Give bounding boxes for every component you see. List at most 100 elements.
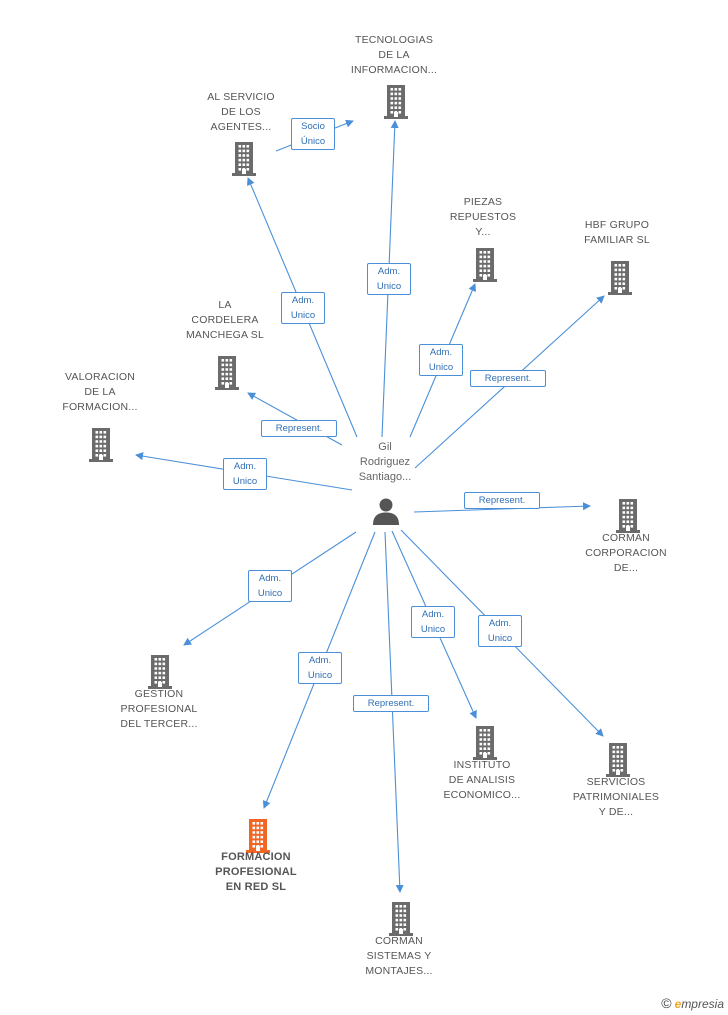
building-icon — [143, 653, 177, 694]
relation-label-line: Adm. — [258, 573, 282, 584]
company-label-line: PATRIMONIALES — [572, 791, 660, 803]
relation-label-line: Unico — [290, 310, 316, 321]
brand-logo-mark: e — [674, 997, 682, 1011]
company-label-line: CORMAN — [375, 935, 423, 947]
company-label-line: DEL TERCER... — [120, 718, 198, 730]
company-label-line: CORMAN — [602, 532, 650, 544]
relation-label-line: Unico — [257, 588, 283, 599]
relation-label-line: Unico — [307, 670, 333, 681]
company-label-line: Y... — [475, 226, 491, 238]
company-label: SERVICIOS PATRIMONIALES Y DE... — [556, 775, 676, 820]
company-label-line: CORDELERA — [191, 314, 259, 326]
relation-label-line: Adm. — [233, 461, 257, 472]
company-label-line: SISTEMAS Y — [366, 950, 432, 962]
relation-label-rep-hbf[interactable]: Represent. — [470, 369, 546, 387]
person-name[interactable]: Gil Rodriguez Santiago... — [330, 440, 440, 485]
company-label-line: DE LA — [378, 49, 410, 61]
relation-label-rep-corman-sist[interactable]: Represent. — [353, 694, 429, 712]
building-icon — [611, 497, 645, 538]
company-label-line: CORPORACION — [585, 547, 667, 559]
company-label-line: PROFESIONAL — [215, 866, 297, 878]
company-label-line: REPUESTOS — [449, 211, 517, 223]
company-label-line: FORMACION — [221, 851, 291, 863]
brand-logo-text: mpresia — [681, 997, 724, 1011]
relation-label-line: Unico — [428, 362, 454, 373]
relation-label-line: Adm. — [308, 655, 332, 666]
company-label-line: DE LA — [84, 386, 116, 398]
relation-label-line: Represent. — [478, 494, 526, 506]
relation-label-line: Represent. — [275, 422, 323, 434]
relation-label-line: Adm. — [421, 609, 445, 620]
relation-label-adm-valoracion[interactable]: Adm. Unico — [223, 458, 267, 490]
company-label-line: INFORMACION... — [350, 64, 438, 76]
relation-line-rep-corman-corp — [413, 502, 591, 513]
person-name-line: Rodriguez — [359, 456, 411, 468]
relation-label-line: Unico — [420, 624, 446, 635]
company-label-line: TECNOLOGIAS — [354, 34, 434, 46]
relation-label-adm-tecnologias[interactable]: Adm. Unico — [367, 263, 411, 295]
relation-label-rep-corman-corp[interactable]: Represent. — [464, 491, 540, 509]
relation-label-adm-servicios[interactable]: Adm. Unico — [478, 615, 522, 647]
building-icon — [379, 83, 413, 124]
building-icon — [384, 900, 418, 941]
relation-label-adm-instituto[interactable]: Adm. Unico — [411, 606, 455, 638]
person-icon[interactable] — [371, 496, 401, 531]
company-label-line: HBF GRUPO — [584, 219, 650, 231]
relation-label-line: Unico — [232, 476, 258, 487]
company-label-line: INSTITUTO — [453, 759, 511, 771]
company-label: HBF GRUPO FAMILIAR SL — [557, 218, 677, 248]
company-label-line: GESTION — [134, 688, 184, 700]
relation-label-line: Adm. — [429, 347, 453, 358]
company-label-line: Y DE... — [598, 806, 634, 818]
relation-label-line: Socio — [301, 121, 325, 132]
company-label-line: VALORACION — [64, 371, 136, 383]
person-name-line: Gil — [378, 441, 392, 453]
building-icon — [601, 741, 635, 782]
relation-label-line: Adm. — [377, 266, 401, 277]
building-icon — [84, 426, 118, 467]
company-label: TECNOLOGIAS DE LA INFORMACION... — [334, 33, 454, 78]
relation-label-adm-al-servicio[interactable]: Adm.Unico — [281, 292, 325, 324]
company-label-line: AGENTES... — [210, 121, 272, 133]
relation-label-adm-piezas[interactable]: Adm. Unico — [419, 344, 463, 376]
relation-label-line: Unico — [487, 633, 513, 644]
company-label-line: FAMILIAR SL — [584, 234, 650, 246]
company-label-line: SERVICIOS — [586, 776, 646, 788]
company-label-line: FORMACION... — [62, 401, 138, 413]
company-label-line: DE... — [613, 562, 639, 574]
company-label: CORMAN CORPORACION DE... — [566, 531, 686, 576]
building-icon — [241, 817, 275, 858]
company-label: AL SERVICIO DE LOS AGENTES... — [181, 90, 301, 135]
company-label: PIEZAS REPUESTOS Y... — [423, 195, 543, 240]
company-label: GESTION PROFESIONAL DEL TERCER... — [99, 687, 219, 732]
company-label-line: PIEZAS — [463, 196, 503, 208]
relation-label-line: Represent. — [484, 372, 532, 384]
company-label-line: MANCHEGA SL — [185, 329, 265, 341]
building-icon — [603, 259, 637, 300]
company-label: CORMAN SISTEMAS Y MONTAJES... — [339, 934, 459, 979]
company-label-line: ECONOMICO... — [443, 789, 521, 801]
brand-footer: ©empresia — [661, 995, 724, 1011]
person-name-line: Santiago... — [358, 471, 412, 483]
relation-label-rep-cordelera[interactable]: Represent. — [261, 419, 337, 437]
building-icon — [227, 140, 261, 181]
company-label-line: PROFESIONAL — [120, 703, 198, 715]
company-label-line: DE LOS — [221, 106, 261, 118]
relation-label-line: Único — [300, 136, 326, 147]
company-label-line: AL SERVICIO — [207, 91, 275, 103]
relation-label-adm-gestion[interactable]: Adm. Unico — [248, 570, 292, 602]
company-label-line: MONTAJES... — [365, 965, 433, 977]
copyright-symbol: © — [661, 995, 672, 1011]
relation-label-line: Adm. — [488, 618, 512, 629]
building-icon — [468, 724, 502, 765]
relation-label-line: Unico — [376, 281, 402, 292]
company-label-line: LA — [218, 299, 232, 311]
company-label: VALORACION DE LA FORMACION... — [40, 370, 160, 415]
building-icon — [210, 354, 244, 395]
relation-label-adm-formacion[interactable]: Adm. Unico — [298, 652, 342, 684]
building-icon — [468, 246, 502, 287]
